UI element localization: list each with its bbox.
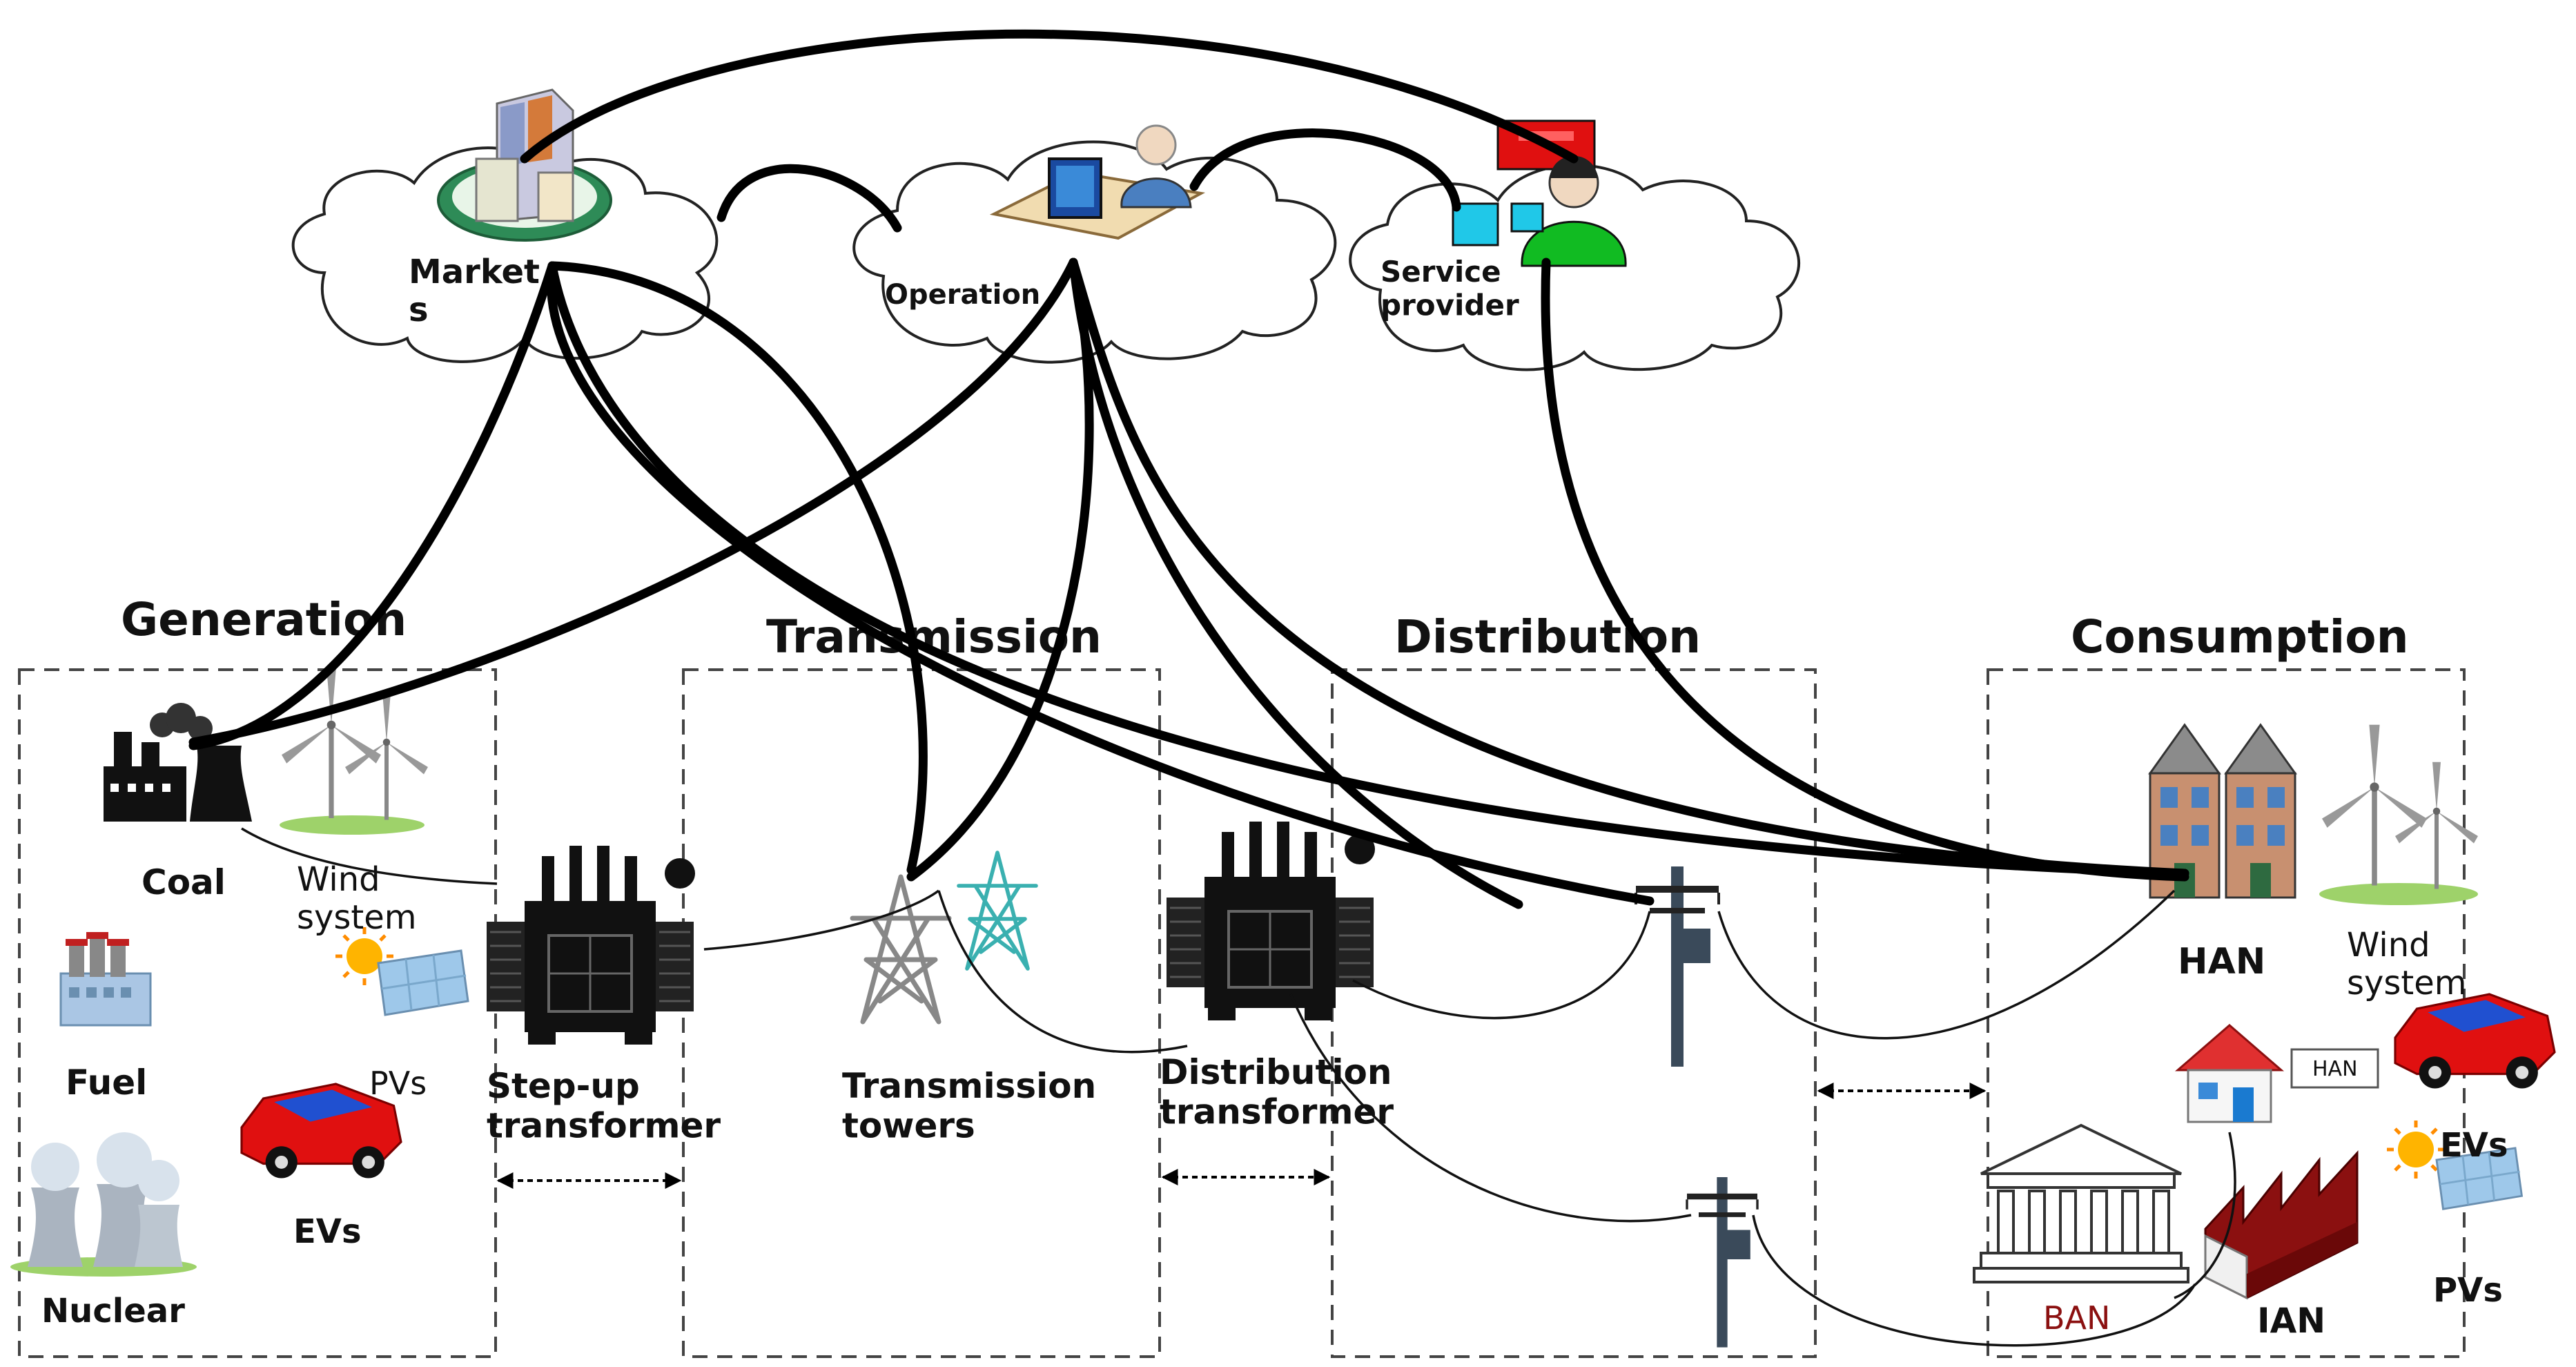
operation-cloud	[852, 140, 1337, 364]
ban-label: BAN	[2043, 1299, 2110, 1337]
han-box-label: HAN	[2312, 1057, 2358, 1081]
section-consumption: Consumption	[2071, 610, 2409, 663]
service-person-icon	[1452, 119, 1627, 267]
consumption-box	[1987, 668, 2466, 1358]
pvs-label: PVs	[369, 1065, 427, 1102]
fuel-plant-icon	[59, 932, 152, 1027]
electric-car-icon	[2394, 993, 2556, 1090]
fuel-label: Fuel	[66, 1063, 147, 1103]
houses-icon	[2148, 723, 2297, 899]
solar-panel-icon	[335, 927, 469, 1016]
transmission-box	[682, 668, 1161, 1358]
bank-icon	[1973, 1123, 2189, 1283]
wind-turbine-icon	[280, 666, 428, 835]
house-small-icon	[2174, 1024, 2285, 1123]
boundary-arrows	[496, 1083, 1987, 1189]
distribution-transformer-icon	[1165, 820, 1376, 1022]
han-box: HAN	[2290, 1048, 2379, 1089]
consumption-pvs-label: PVs	[2433, 1271, 2503, 1310]
transformer-icon	[485, 844, 696, 1046]
utility-pole-small-icon	[1686, 1176, 1759, 1349]
han-label: HAN	[2178, 941, 2265, 982]
factory-icon	[2204, 1150, 2359, 1300]
nuclear-label: Nuclear	[41, 1292, 185, 1330]
coal-plant-icon	[104, 703, 252, 822]
power-lines	[241, 827, 2236, 1347]
generation-box	[18, 668, 497, 1358]
wind-turbine-icon	[2319, 725, 2478, 905]
consumption-evs-label: EVs	[2440, 1126, 2508, 1165]
transmission-tower-icon	[852, 853, 1036, 1022]
evs-label: EVs	[293, 1212, 362, 1251]
operation-label: Operation	[885, 279, 1040, 311]
operator-icon	[989, 124, 1206, 240]
ian-label: IAN	[2257, 1301, 2325, 1341]
coal-label: Coal	[142, 862, 226, 902]
communication-links	[188, 29, 2189, 909]
nuclear-plant-icon	[10, 1132, 197, 1277]
